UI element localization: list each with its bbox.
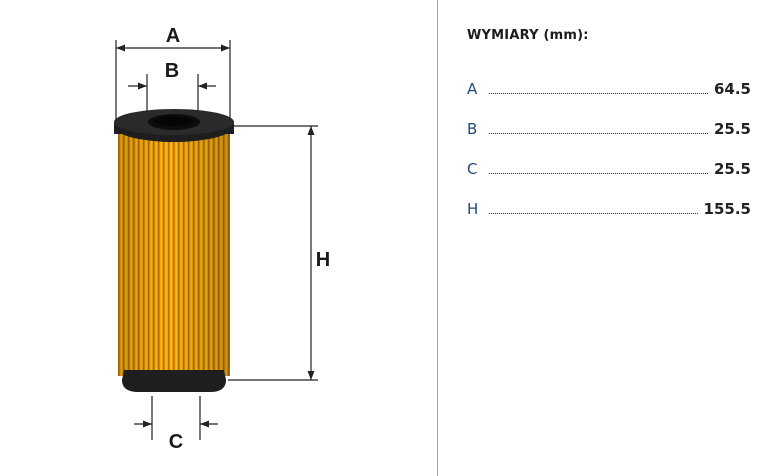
spec-key: B	[467, 120, 478, 138]
filter-bottom-cap	[122, 370, 226, 392]
dimension-label-a: A	[166, 25, 180, 47]
spec-value: 25.5	[713, 120, 751, 138]
dimension-label-c: C	[169, 431, 183, 453]
spec-row-c: C 25.5	[467, 158, 751, 178]
spec-key: C	[467, 160, 478, 178]
dimension-h	[228, 125, 318, 381]
spec-value: 64.5	[713, 80, 751, 98]
spec-value: 25.5	[713, 160, 751, 178]
dimension-label-b: B	[165, 60, 179, 82]
spec-row-b: B 25.5	[467, 118, 751, 138]
dotted-leader	[489, 212, 698, 214]
dimension-a	[115, 40, 231, 120]
dimensions-panel: WYMIARY (mm): A 64.5 B 25.5 C 25.5 H 155…	[467, 0, 757, 476]
dimension-label-h: H	[316, 249, 330, 271]
dotted-leader	[489, 172, 708, 174]
dimensions-title: WYMIARY (mm):	[467, 28, 589, 43]
spec-row-h: H 155.5	[467, 198, 751, 218]
spec-key: H	[467, 200, 479, 218]
spec-row-a: A 64.5	[467, 78, 751, 98]
filter-dimension-drawing: A B H C	[114, 25, 330, 453]
oil-filter-illustration	[114, 109, 234, 392]
dimension-b	[128, 74, 216, 112]
dotted-leader	[489, 132, 708, 134]
spec-key: A	[467, 80, 478, 98]
dimensions-unit: (mm):	[543, 28, 589, 43]
panel-divider	[437, 0, 438, 476]
dimension-c	[134, 396, 218, 440]
dotted-leader	[489, 92, 708, 94]
spec-value: 155.5	[703, 200, 751, 218]
dimensions-title-text: WYMIARY	[467, 28, 539, 43]
